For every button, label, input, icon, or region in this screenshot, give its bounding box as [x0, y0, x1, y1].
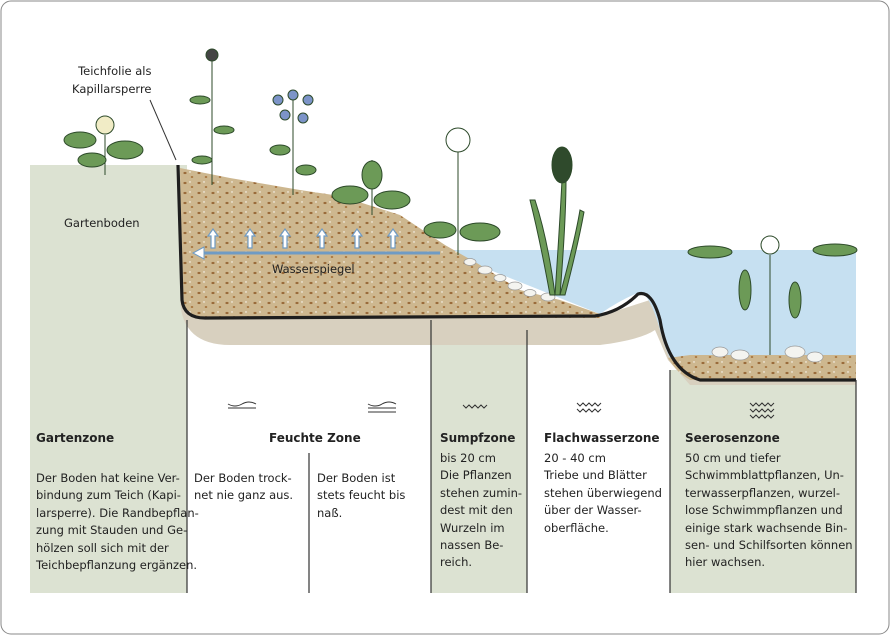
gartenzone-text: Der Boden hat keine Ver- bindung zum Tei… — [36, 471, 199, 573]
feuchte-zone-title: Feuchte Zone — [269, 431, 361, 445]
sumpfzone-title: Sumpfzone — [440, 431, 516, 445]
plants — [63, 48, 858, 355]
plant-water-lily — [687, 235, 858, 355]
plant-reed — [529, 146, 585, 296]
plant-tall-flower — [189, 48, 235, 185]
flachwasserzone-text: 20 - 40 cm Triebe und Blätter stehen übe… — [544, 451, 662, 535]
feuchte-zone-text-b: Der Boden ist stets feucht bis naß. — [317, 471, 406, 520]
zone-dividers — [186, 320, 857, 593]
gartenzone-bg — [30, 165, 187, 593]
depth-symbols — [227, 401, 775, 419]
seerosenzone-title: Seerosenzone — [685, 431, 780, 445]
sumpfzone-text: bis 20 cm Die Pflanzen stehen zumin- des… — [440, 451, 523, 570]
plant-garden — [63, 115, 144, 175]
water-level-label: Wasserspiegel — [272, 262, 355, 276]
flachwasserzone-title: Flachwasserzone — [544, 431, 660, 445]
feuchte-zone-text-a: Der Boden trock- net nie ganz aus. — [194, 471, 294, 503]
liner-leader-line — [149, 99, 177, 161]
gartenzone-title: Gartenzone — [36, 431, 115, 445]
liner-label: Teichfolie als Kapillarsperre — [72, 64, 152, 96]
stones — [463, 258, 824, 363]
water-level-arrows — [191, 227, 440, 260]
sumpfzone-bg — [431, 320, 527, 593]
soil — [180, 168, 600, 318]
garden-soil-label: Gartenboden — [64, 216, 140, 230]
plant-broadleaf — [331, 160, 411, 215]
pond-bottom-soil — [668, 355, 856, 380]
plant-blue-flowers — [269, 89, 317, 195]
water — [440, 250, 856, 380]
seerosenzone-bg — [670, 370, 856, 593]
seerosenzone-text: 50 cm und tiefer Schwimmblattpflanzen, U… — [685, 451, 853, 570]
plant-marsh — [423, 127, 501, 255]
subsoil — [180, 300, 856, 385]
pond-liner — [176, 164, 856, 382]
